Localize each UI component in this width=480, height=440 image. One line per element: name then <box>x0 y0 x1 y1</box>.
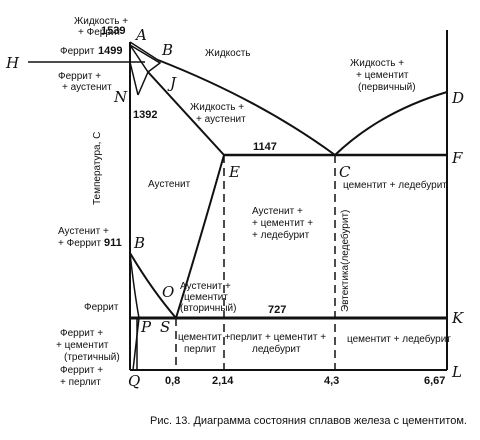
line-A-B <box>129 41 159 61</box>
region-ferrite-cem-tertiary-2: + цементит <box>56 340 109 351</box>
point-H: H <box>5 54 20 72</box>
temp-1499: 1499 <box>98 45 122 57</box>
x-tick-0-8: 0,8 <box>165 375 180 387</box>
point-E: E <box>228 163 240 181</box>
point-F: F <box>451 149 463 167</box>
region-cem-pearlite-2: перлит <box>184 344 217 355</box>
point-Q: Q <box>128 372 140 390</box>
point-O: O <box>162 283 174 301</box>
liquidus-B-C <box>157 59 336 156</box>
region-liquid-austenite-2: + аустенит <box>196 114 246 125</box>
region-austenite-ferrite-1: Аустенит + <box>58 226 109 237</box>
x-tick-2-14: 2,14 <box>212 375 234 387</box>
region-aus-cem-led-1: Аустенит + <box>252 206 303 217</box>
curve-G-P <box>129 252 140 319</box>
temp-911: 911 <box>104 237 122 249</box>
curve-G-S <box>129 252 177 319</box>
point-A: A <box>134 26 147 44</box>
x-tick-4-3: 4,3 <box>324 375 339 387</box>
curve-E-S <box>175 154 225 319</box>
region-ferrite-pearlite-1: Феррит + <box>60 365 103 376</box>
point-B-top: B <box>161 41 173 59</box>
region-pearlite-cem-led-2: ледебурит <box>252 343 301 355</box>
region-ferrite-austenite-2: + аустенит <box>62 82 112 93</box>
region-aus-cem-secondary-3: (вторичный) <box>180 303 236 314</box>
region-ferrite-cem-tertiary-3: (третичный) <box>64 352 120 363</box>
solidus-J-E <box>147 71 225 156</box>
region-austenite: Аустенит <box>148 179 191 190</box>
liquidus-C-D <box>334 91 448 156</box>
region-pearlite-cem-led-1: перлит + цементит + <box>230 332 326 343</box>
region-aus-cem-led-3: + ледебурит <box>252 229 310 241</box>
region-aus-cem-secondary-1: Аустенит + <box>180 281 231 292</box>
region-liquid: Жидкость <box>205 48 251 59</box>
region-ferrite-low: Феррит <box>84 302 119 313</box>
temp-1147: 1147 <box>253 141 277 153</box>
point-J: J <box>167 74 177 92</box>
y-axis-label: Температура, С <box>92 132 103 205</box>
region-eutectic: Эвтектика(ледебурит) <box>339 210 351 312</box>
region-aus-cem-secondary-2: цементит <box>184 292 228 303</box>
region-liquid-ferrite-2: + Феррит <box>78 27 121 38</box>
figure-caption: Рис. 13. Диаграмма состояния сплавов жел… <box>150 415 467 427</box>
line-H-N <box>129 61 139 96</box>
region-austenite-ferrite-2: + Феррит <box>58 238 101 249</box>
region-ferrite-pearlite-2: + перлит <box>60 377 101 388</box>
region-ferrite-top: Феррит <box>60 46 95 57</box>
region-liquid-austenite-1: Жидкость + <box>190 102 244 113</box>
point-K: K <box>451 309 464 327</box>
region-liquid-cementite-3: (первичный) <box>358 82 416 93</box>
point-L: L <box>451 363 462 381</box>
line-J-N <box>137 71 149 96</box>
region-liquid-cementite-2: + цементит <box>356 70 409 81</box>
temp-727: 727 <box>268 304 286 316</box>
temp-1539: 1539 <box>101 25 125 37</box>
point-S: S <box>160 318 170 336</box>
region-ferrite-austenite-1: Феррит + <box>58 71 101 82</box>
point-C: C <box>339 163 351 181</box>
point-P: P <box>140 318 152 336</box>
region-ferrite-cem-tertiary-1: Феррит + <box>60 328 103 339</box>
temp-1392: 1392 <box>133 109 157 121</box>
region-cem-ledeburite-lower: цементит + ледебурит <box>347 333 451 345</box>
curve-P-Q <box>132 317 140 371</box>
region-cem-pearlite-1: цементит + <box>178 332 231 343</box>
region-aus-cem-led-2: + цементит + <box>252 218 313 229</box>
x-tick-6-67: 6,67 <box>424 375 445 387</box>
point-D: D <box>451 89 464 107</box>
point-N: N <box>113 88 128 106</box>
region-liquid-ferrite-1: Жидкость + <box>74 16 128 27</box>
region-cem-ledeburite-upper: цементит + ледебурит <box>343 179 447 191</box>
point-B-mid: B <box>133 234 145 252</box>
region-liquid-cementite-1: Жидкость + <box>350 58 404 69</box>
peritectic-region <box>129 44 162 74</box>
